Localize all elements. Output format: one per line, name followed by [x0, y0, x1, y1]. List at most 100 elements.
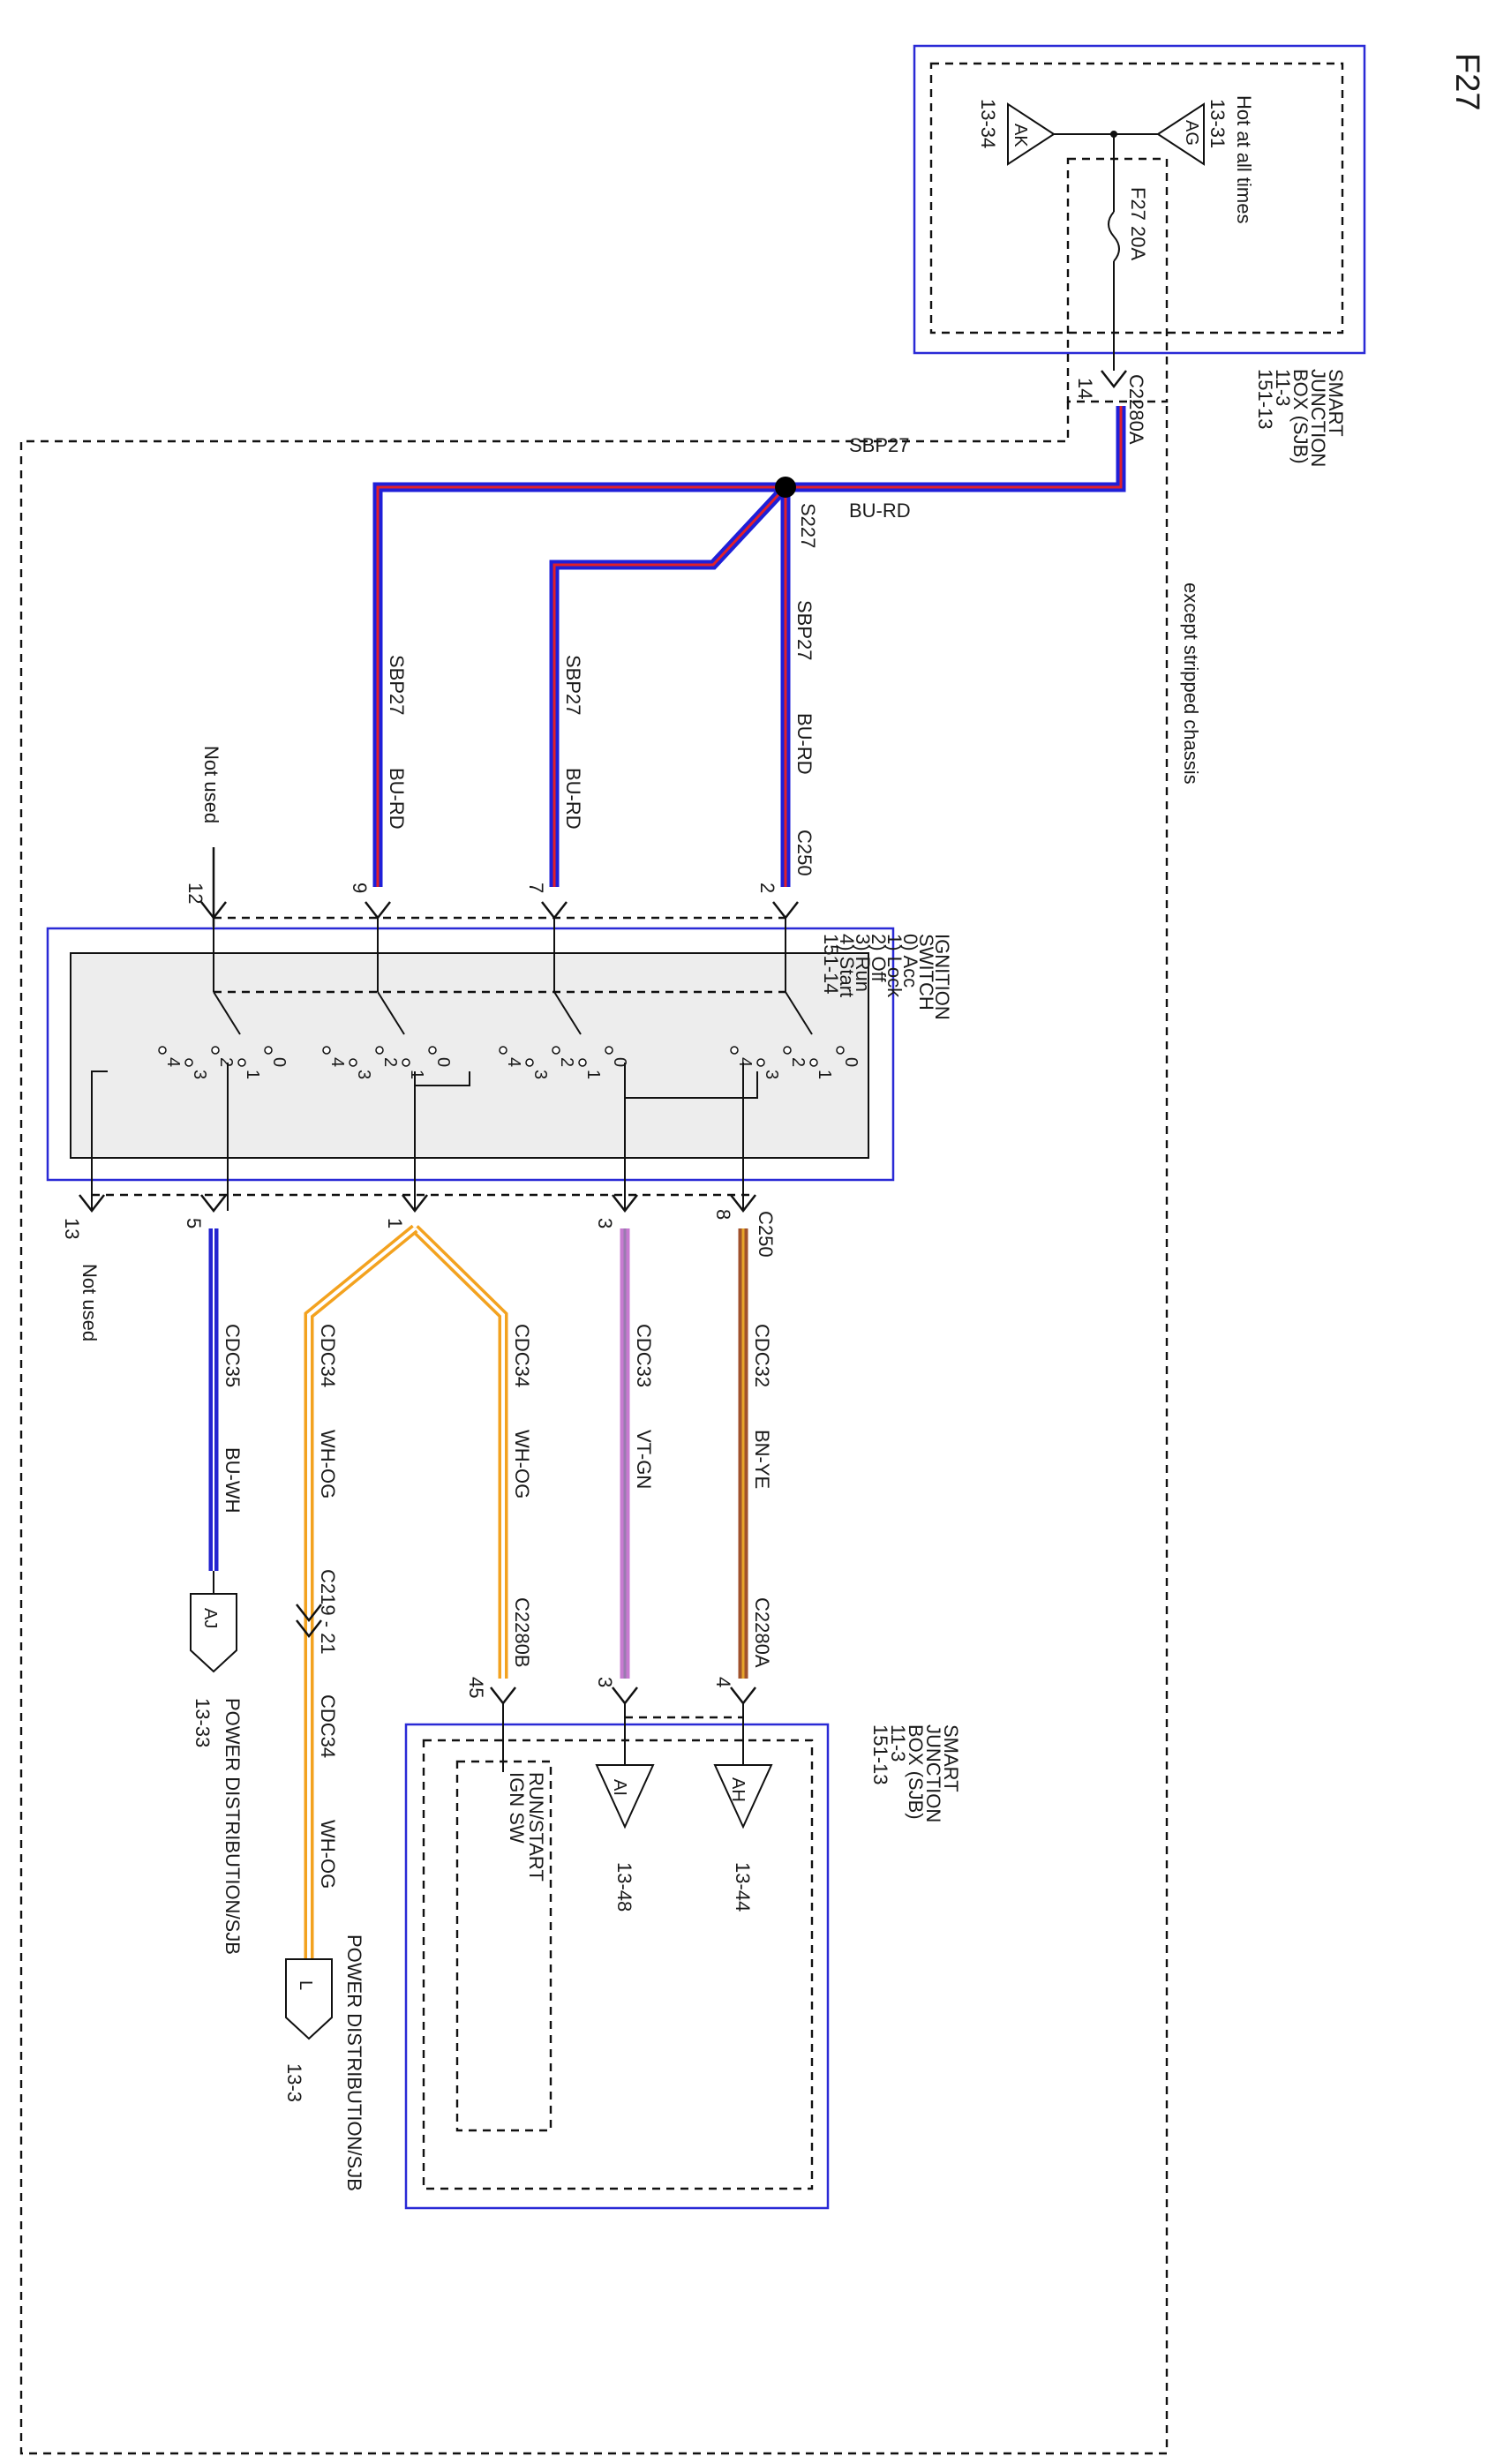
- connector-top-name: C2280A: [1125, 374, 1147, 445]
- fuse-symbol: [1108, 211, 1120, 262]
- ag-tag: AG: [1182, 120, 1201, 146]
- wire-out-8-end-conn: C2280A: [751, 1597, 773, 1668]
- switch-position-label: 2: [216, 1057, 236, 1067]
- switch-contact: [158, 1046, 167, 1055]
- wire-in-2-color: BU-RD: [793, 713, 816, 775]
- sjb-top-label: SMARTJUNCTIONBOX (SJB)11-3151-13: [1254, 369, 1347, 467]
- switch-contact: [836, 1046, 845, 1055]
- l-label: POWER DISTRIBUTION/SJB: [343, 1934, 365, 2191]
- wire-out-5-circuit: CDC35: [222, 1324, 244, 1387]
- wire-branch-circuit: CDC34: [317, 1324, 339, 1387]
- splice-dot: [775, 477, 796, 498]
- sjb-top-name: SMARTJUNCTIONBOX (SJB)11-3151-13: [1254, 369, 1347, 467]
- ak-ref: 13-34: [977, 99, 999, 148]
- wire-out-8-circuit: CDC32: [751, 1324, 773, 1387]
- switch-arm: [377, 991, 405, 1035]
- switch-contact: [237, 1058, 246, 1067]
- switch-contact: [756, 1058, 765, 1067]
- switch-contact: [184, 1058, 193, 1067]
- inline-connector: [296, 1604, 322, 1639]
- wire-branch-inline: C219 - 21: [317, 1569, 339, 1655]
- switch-position-label: 4: [504, 1057, 523, 1067]
- wire-in-7-circuit: SBP27: [562, 655, 584, 716]
- pin-13-note: Not used: [79, 1264, 101, 1341]
- switch-position-label: 4: [735, 1057, 755, 1067]
- aj-tag: AJ: [200, 1608, 220, 1628]
- run-start-label: RUN/STARTIGN SW: [506, 1772, 547, 1882]
- aj-connector: [190, 1593, 237, 1673]
- splice-name: S227: [797, 503, 819, 548]
- pin-8-connector: C250: [755, 1211, 777, 1258]
- switch-position-label: 3: [354, 1070, 373, 1079]
- input-pins: [200, 847, 799, 927]
- wire-out-1-circuit: CDC34: [511, 1324, 533, 1387]
- pin-8: 8: [712, 1209, 734, 1220]
- ai-triangle: [595, 1764, 655, 1829]
- switch-position-label: 0: [610, 1057, 629, 1067]
- pin-12-note: Not used: [200, 746, 222, 823]
- ai-ref: 13-48: [613, 1862, 635, 1912]
- connector-top-pin: 14: [1074, 378, 1096, 399]
- aj-label: POWER DISTRIBUTION/SJB: [222, 1698, 244, 1955]
- switch-position-label: 2: [788, 1057, 808, 1067]
- switch-contact: [211, 1046, 220, 1055]
- pin-9: 9: [349, 883, 371, 893]
- ag-ref: 13-31: [1207, 99, 1229, 148]
- ah-triangle: [713, 1764, 773, 1829]
- pin-1: 1: [384, 1218, 406, 1228]
- pin-2: 2: [756, 883, 778, 893]
- switch-arm: [785, 991, 813, 1035]
- sjb-top: SMARTJUNCTIONBOX (SJB)11-3151-13 Hot at …: [913, 44, 1366, 467]
- ai-tag: AI: [610, 1779, 629, 1796]
- wire-in-7-color: BU-RD: [562, 768, 584, 830]
- wire-in-9-color: BU-RD: [386, 768, 408, 830]
- ah-tag: AH: [728, 1777, 748, 1802]
- fuse-label: F27 20A: [1127, 187, 1149, 260]
- switch-position-label: 0: [433, 1057, 453, 1067]
- sjb-bottom-name: SMARTJUNCTIONBOX (SJB)11-3151-13: [869, 1724, 962, 1822]
- wire-out-1-color: WH-OG: [511, 1430, 533, 1499]
- wire-out-3-circuit: CDC33: [633, 1324, 655, 1387]
- aj-ref: 13-33: [192, 1698, 214, 1747]
- main-wire-circuit: SBP27: [849, 434, 910, 456]
- pin-13: 13: [61, 1218, 83, 1239]
- end-pin-45: 45: [465, 1677, 487, 1698]
- wire-out-1-end-conn: C2280B: [511, 1597, 533, 1668]
- switch-contact: [349, 1058, 357, 1067]
- switch-position-label: 1: [243, 1070, 262, 1079]
- switch-position-label: 0: [269, 1057, 289, 1067]
- switch-position-label: 1: [583, 1070, 603, 1079]
- switch-position-label: 1: [815, 1070, 834, 1079]
- wire-branch-circuit2: CDC34: [317, 1694, 339, 1758]
- switch-position-label: 3: [190, 1070, 209, 1079]
- ignition-switch-name: IGNITIONSWITCH0) Acc1) Lock2) Off3) Run4…: [820, 934, 953, 1020]
- pin-7: 7: [525, 883, 547, 893]
- end-pin-3: 3: [594, 1677, 616, 1687]
- switch-contact: [783, 1046, 792, 1055]
- sjb-bottom: SMARTJUNCTIONBOX (SJB)11-3151-13 AH 13-4…: [404, 1703, 962, 2210]
- wire-in-2-circuit: SBP27: [793, 600, 816, 661]
- switch-arm: [213, 991, 241, 1035]
- switch-position-label: 2: [557, 1057, 576, 1067]
- except-note: except stripped chassis: [1180, 582, 1202, 785]
- bu-rd-wires: [372, 406, 1126, 887]
- l-connector: [285, 1958, 333, 2040]
- switch-contact: [730, 1046, 739, 1055]
- switch-contact: [428, 1046, 437, 1055]
- page-title: F27: [1448, 53, 1485, 110]
- switch-contact: [264, 1046, 273, 1055]
- wire-out-3-color: VT-GN: [633, 1430, 655, 1489]
- switch-position-label: 4: [327, 1057, 347, 1067]
- wire-branch-color2: WH-OG: [317, 1820, 339, 1889]
- pin-3: 3: [594, 1218, 616, 1228]
- switch-position-label: 0: [841, 1057, 861, 1067]
- switch-contact: [605, 1046, 613, 1055]
- switch-contact: [322, 1046, 331, 1055]
- switch-position-label: 4: [163, 1057, 183, 1067]
- pin-5: 5: [183, 1218, 205, 1228]
- main-wire-color: BU-RD: [849, 500, 911, 522]
- switch-internal-wire: [91, 1070, 108, 1211]
- wire-out-5-color: BU-WH: [222, 1447, 244, 1514]
